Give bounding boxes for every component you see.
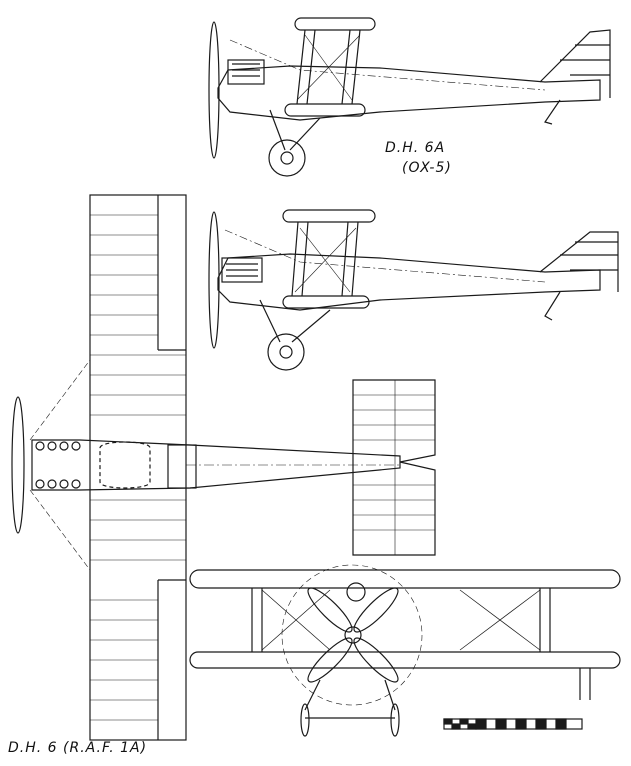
tailplane-plan [352, 379, 436, 556]
propeller-disc [281, 564, 423, 706]
wing-ribs [90, 214, 186, 721]
upper-wing-side-2 [282, 209, 376, 223]
lower-wing-side-1 [284, 103, 366, 117]
engine-side-2 [221, 257, 263, 283]
engine-side-1 [227, 59, 265, 85]
scale-bar [443, 718, 583, 730]
wheel-front-left [300, 703, 310, 737]
propeller-side-1 [208, 21, 220, 159]
fuselage-side-2 [217, 253, 601, 311]
lower-wing-front [189, 651, 621, 669]
wheel-side-1 [268, 139, 306, 177]
lower-wing-side-2 [282, 295, 370, 309]
front-view [189, 564, 621, 737]
side-view-dh6a [208, 17, 611, 177]
wheel-side-2 [267, 333, 305, 371]
tail-fin-2 [539, 231, 619, 292]
engine-plan [35, 441, 81, 489]
propeller-plan [11, 396, 25, 534]
caption-model-main: D.H. 6 (R.A.F. 1A) [8, 740, 148, 756]
upper-wing-side-1 [294, 17, 376, 31]
wing-plan [89, 194, 187, 741]
propeller-front [307, 587, 399, 683]
caption-engine-a: (OX-5) [402, 160, 452, 176]
fuselage-plan [31, 439, 401, 491]
upper-wing-front [189, 569, 621, 589]
side-view-dh6 [208, 209, 619, 371]
propeller-side-2 [208, 211, 220, 349]
fuselage-side-1 [217, 65, 601, 121]
wheel-front-right [390, 703, 400, 737]
caption-model-a: D.H. 6A [385, 140, 446, 156]
tail-fin-1 [539, 29, 611, 98]
plan-view [11, 194, 436, 741]
